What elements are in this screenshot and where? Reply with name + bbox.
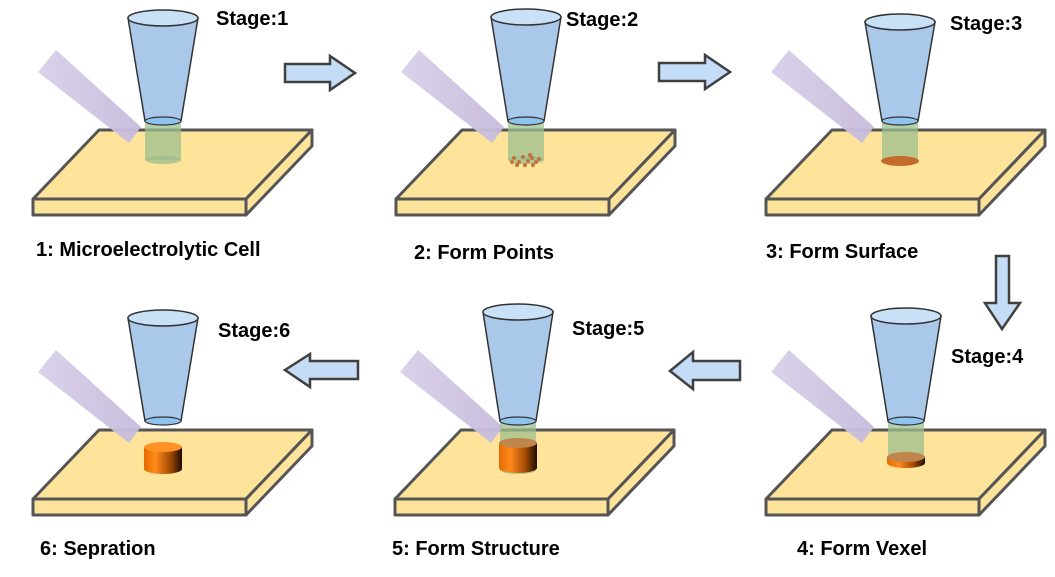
deposit-separated-side xyxy=(144,447,182,474)
stage-panel-1 xyxy=(31,9,314,217)
stage-label-6: Stage:6 xyxy=(218,320,290,342)
deposit-structure-top xyxy=(499,438,537,448)
arrow-right-icon-1-to-2 xyxy=(283,53,358,93)
nozzle-top-rim xyxy=(482,303,554,321)
stage-label-2: Stage:2 xyxy=(566,9,638,31)
laser-beam xyxy=(38,350,141,443)
substrate-side xyxy=(977,428,1047,517)
nozzle-bottom-rim xyxy=(881,116,919,126)
deposit-point xyxy=(534,160,538,164)
nozzle-tip xyxy=(864,21,936,122)
stage-panel-4 xyxy=(764,307,1047,517)
deposit-point xyxy=(512,156,516,160)
deposit-point xyxy=(521,155,525,159)
stage-label-3: Stage:3 xyxy=(950,13,1022,35)
electrolyte-column xyxy=(508,121,544,160)
deposit-point xyxy=(526,159,530,163)
nozzle-top-rim xyxy=(127,309,199,327)
laser-beam xyxy=(401,50,504,143)
nozzle-top-rim xyxy=(127,9,199,27)
substrate-front xyxy=(31,497,248,517)
nozzle-tip xyxy=(127,17,199,122)
deposit-point xyxy=(510,160,514,164)
laser-beam xyxy=(771,350,874,443)
arrow-left-icon-4-to-5 xyxy=(668,349,742,392)
electrolyte-column xyxy=(145,121,181,160)
nozzle-top-rim xyxy=(864,13,936,31)
substrate-front xyxy=(764,197,981,217)
arrow-down-icon-3-to-4 xyxy=(982,254,1023,332)
substrate-side xyxy=(244,128,314,217)
substrate-side xyxy=(606,428,676,517)
arrow-right-icon-2-to-3 xyxy=(657,52,733,92)
stage-panel-2 xyxy=(394,8,677,217)
deposit-point xyxy=(517,160,521,164)
nozzle-top-rim xyxy=(490,8,562,26)
substrate-front xyxy=(764,497,981,517)
electrolyte-column xyxy=(882,121,918,160)
nozzle-tip xyxy=(482,311,554,422)
substrate-side xyxy=(244,428,314,517)
nozzle-tip xyxy=(490,16,562,122)
deposit-point xyxy=(531,163,535,167)
caption-1: 1: Microelectrolytic Cell xyxy=(36,239,261,261)
caption-2: 2: Form Points xyxy=(414,242,554,264)
stage-panel-3 xyxy=(764,13,1047,217)
deposit-point xyxy=(523,163,527,167)
nozzle-bottom-rim xyxy=(144,416,182,426)
laser-beam xyxy=(771,50,874,143)
nozzle-bottom-rim xyxy=(144,116,182,126)
caption-5: 5: Form Structure xyxy=(392,538,560,560)
deposit-point xyxy=(528,153,532,157)
caption-6: 6: Sepration xyxy=(40,538,156,560)
caption-3: 3: Form Surface xyxy=(766,241,918,263)
stage-label-1: Stage:1 xyxy=(216,8,288,30)
deposit-point xyxy=(515,163,519,167)
laser-beam xyxy=(38,50,141,143)
arrow-left-icon-5-to-6 xyxy=(282,351,360,390)
nozzle-bottom-rim xyxy=(499,416,537,426)
deposit-separated-top xyxy=(144,442,182,452)
substrate-side xyxy=(977,128,1047,217)
nozzle-bottom-rim xyxy=(507,116,545,126)
stage-label-5: Stage:5 xyxy=(572,318,644,340)
deposit-voxel-top xyxy=(887,452,925,462)
deposit-structure-side xyxy=(499,443,537,473)
deposit-point xyxy=(537,157,541,161)
nozzle-top-rim xyxy=(870,307,942,325)
stage-panel-6 xyxy=(31,309,314,517)
deposit-surface xyxy=(881,156,919,166)
substrate-side xyxy=(607,128,677,217)
caption-4: 4: Form Vexel xyxy=(797,538,927,560)
electrolyte-column-base xyxy=(145,156,181,164)
nozzle-tip xyxy=(870,315,942,422)
stage-panel-5 xyxy=(393,303,676,517)
stage-label-4: Stage:4 xyxy=(951,346,1024,368)
deposit-point xyxy=(530,156,534,160)
laser-beam xyxy=(400,350,503,443)
nozzle-tip xyxy=(127,317,199,422)
substrate-front xyxy=(394,197,611,217)
substrate-front xyxy=(31,197,248,217)
substrate-front xyxy=(393,497,610,517)
nozzle-bottom-rim xyxy=(887,416,925,426)
